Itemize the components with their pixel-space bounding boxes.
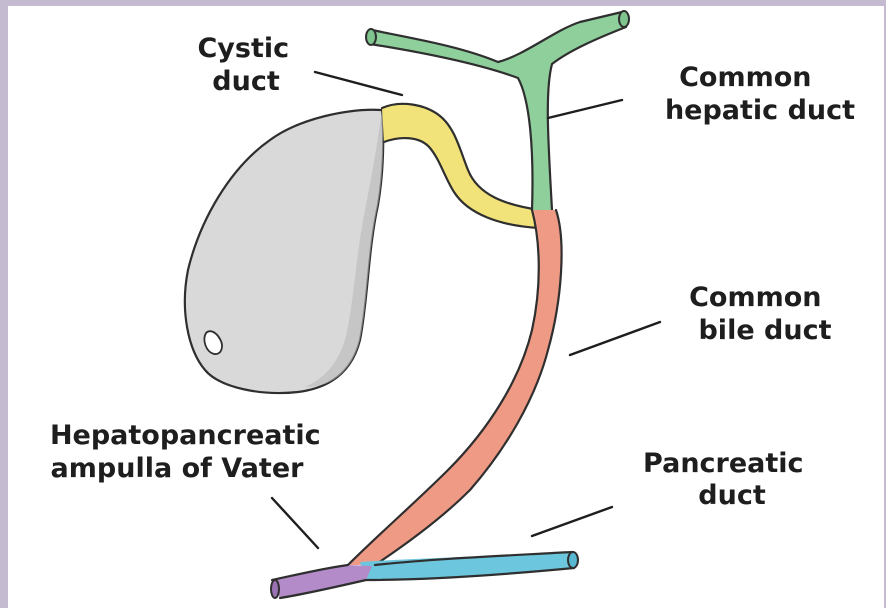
ampulla-label-line1: Hepatopancreatic: [50, 420, 321, 451]
pancreatic-duct-label-line2: duct: [698, 480, 766, 511]
cystic-duct-label-line1: Cystic: [197, 33, 289, 64]
ampulla-leader: [272, 498, 318, 548]
pancreatic-duct-label: Pancreatic duct: [643, 448, 813, 511]
pancreatic-duct-label-line1: Pancreatic: [643, 448, 804, 479]
pancreatic-duct-leader: [532, 507, 612, 536]
common-hepatic-duct-label-line1: Common: [679, 62, 811, 93]
common-bile-duct-fill: [348, 210, 562, 565]
cystic-duct-label-line2: duct: [212, 66, 280, 97]
common-bile-duct-leader: [570, 322, 660, 355]
common-bile-duct-label: Common bile duct: [689, 282, 832, 346]
cystic-duct-leader: [315, 72, 402, 95]
hepatic-duct-left-end: [366, 29, 376, 45]
cystic-duct-label: Cystic duct: [197, 33, 298, 97]
common-hepatic-duct-leader: [548, 100, 622, 118]
ampulla-label-line2: ampulla of Vater: [51, 453, 305, 484]
ampulla-of-vater: [271, 565, 372, 598]
biliary-tree-diagram: Cystic duct Common hepatic duct Common b…: [8, 6, 884, 608]
common-bile-duct: [348, 210, 562, 565]
common-hepatic-duct-label-line2: hepatic duct: [665, 95, 855, 126]
common-bile-duct-label-line2: bile duct: [698, 315, 831, 346]
pancreatic-duct: [360, 552, 578, 580]
diagram-canvas: Cystic duct Common hepatic duct Common b…: [8, 6, 884, 608]
hepatic-duct-right-end: [619, 11, 629, 27]
gallbladder: [185, 110, 383, 393]
cystic-duct-fill: [382, 104, 540, 228]
cystic-duct: [382, 104, 540, 228]
ampulla-label: Hepatopancreatic ampulla of Vater: [50, 420, 330, 484]
common-hepatic-duct-label: Common hepatic duct: [665, 62, 855, 126]
pancreatic-duct-end: [568, 552, 578, 568]
common-bile-duct-label-line1: Common: [689, 282, 821, 313]
ampulla-opening: [271, 580, 279, 598]
